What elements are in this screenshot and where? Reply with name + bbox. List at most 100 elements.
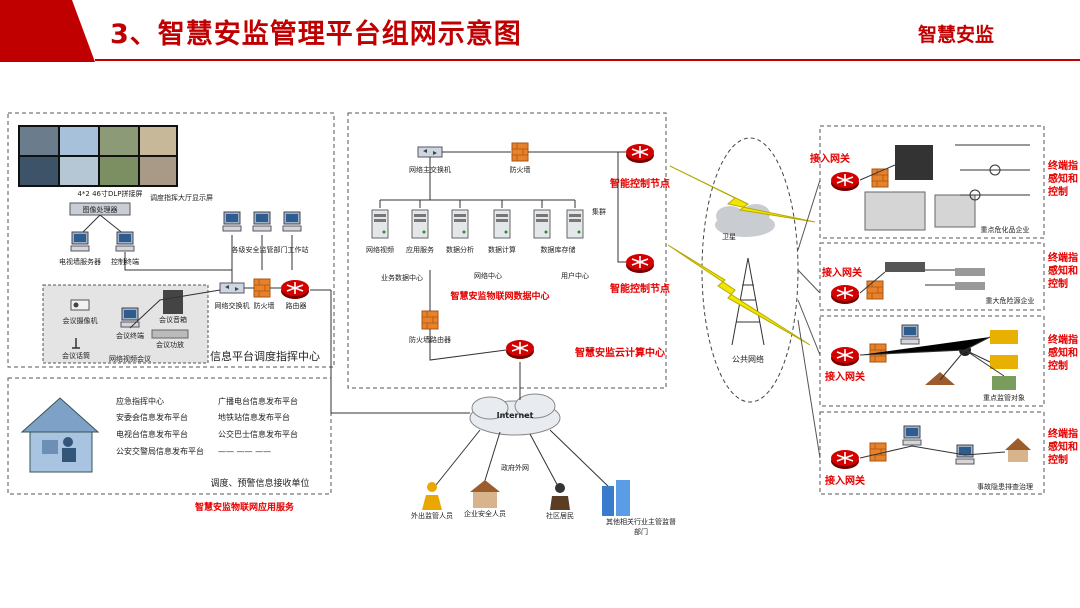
- site-box-1: [819, 242, 1045, 311]
- app-left-1: 安委会信息发布平台: [116, 412, 188, 422]
- gov-net-label: 政府外网: [501, 463, 529, 472]
- internet-cloud-icon: [469, 393, 561, 436]
- receivers-label: 调度、预警信息接收单位: [210, 477, 309, 489]
- meeting-speaker-icon: [163, 290, 183, 314]
- app-right-1: 地铁站信息发布平台: [218, 412, 290, 422]
- site-0-caption: 重点危化品企业: [981, 225, 1030, 234]
- site-2-caption: 重点监管对象: [983, 393, 1025, 402]
- app-left-2: 电视台信息发布平台: [116, 429, 188, 439]
- cloud-router-icon: [505, 339, 535, 360]
- server-label-0: 网络视频: [366, 245, 394, 254]
- internet-label: Internet: [497, 411, 534, 420]
- dispatch-switch-icon: [219, 282, 245, 294]
- house-icon: [20, 397, 100, 473]
- dispatch-center-frame: [7, 112, 335, 368]
- server-icon: [411, 209, 429, 239]
- user-label-2: 社区居民: [546, 511, 574, 520]
- page-title: 3、智慧安监管理平台组网示意图: [110, 19, 522, 50]
- lightning-bolt-icon: [669, 165, 816, 223]
- user-label-3: 其他相关行业主管监督部门: [606, 518, 676, 536]
- apps-caption: 智慧安监物联网应用服务: [195, 501, 295, 513]
- app-left-0: 应急指挥中心: [116, 396, 164, 406]
- group-user-label: 用户中心: [561, 271, 589, 280]
- dispatch-router-label: 路由器: [286, 301, 307, 310]
- satellite-label: 卫星: [722, 233, 736, 241]
- processor-label: 图像处理器: [83, 205, 118, 214]
- site-1-caption: 重大危险源企业: [986, 296, 1035, 305]
- cluster-label: 集群: [592, 207, 606, 216]
- site-1-side: 终端指感知和控制: [1048, 253, 1078, 290]
- meeting-camera-label: 会议摄像机: [63, 316, 98, 325]
- app-right-3: —— —— ——: [218, 447, 271, 456]
- dispatch-switch-label: 网络交换机: [215, 301, 250, 310]
- cloud-center-frame: [347, 112, 667, 389]
- agency-building-icon: [602, 480, 630, 516]
- meeting-amp-icon: [151, 329, 189, 339]
- workstation-icon: [252, 211, 272, 232]
- workstations-label: 各级安全监管部门工作站: [232, 245, 309, 254]
- workstation-icon: [222, 211, 242, 232]
- user-label-0: 外出监管人员: [411, 511, 453, 520]
- meeting-terminal-label: 会议终端: [116, 331, 144, 340]
- meeting-camera-icon: [70, 299, 90, 311]
- dispatch-caption: 信息平台调度指挥中心: [210, 349, 320, 363]
- dispatch-router-icon: [280, 279, 310, 300]
- dispatch-firewall-icon: [253, 278, 271, 298]
- brand-label: 智慧安监: [917, 24, 994, 46]
- server-icon: [566, 209, 584, 239]
- app-right-2: 公交巴士信息发布平台: [218, 429, 298, 439]
- meeting-mic-label: 会议话筒: [62, 351, 90, 360]
- tv-server-label: 电视墙服务器: [59, 257, 101, 266]
- group-net-label: 网络中心: [474, 271, 502, 280]
- site-2-side: 终端指感知和控制: [1048, 335, 1078, 372]
- enterprise-staff-icon: [470, 480, 500, 508]
- core-switch-icon: [417, 146, 443, 158]
- fw-router-icon: [421, 310, 439, 330]
- control-node-2-label: 智能控制节点: [610, 282, 670, 295]
- meeting-system-label: 网络视频会议: [109, 354, 151, 363]
- tv-server-icon: [70, 231, 90, 252]
- site-2-gateway: 接入网关: [825, 370, 865, 383]
- site-1-gateway: 接入网关: [822, 266, 862, 279]
- meeting-amp-label: 会议功放: [156, 340, 184, 349]
- control-node-1-label: 智能控制节点: [610, 177, 670, 190]
- site-box-0: [819, 125, 1045, 239]
- app-right-0: 广播电台信息发布平台: [218, 396, 298, 406]
- server-label-1: 应用服务: [406, 245, 434, 254]
- control-terminal-icon: [115, 231, 135, 252]
- server-icon: [451, 209, 469, 239]
- apps-frame: [7, 377, 332, 495]
- site-box-3: [819, 411, 1045, 495]
- site-3-gateway: 接入网关: [825, 474, 865, 487]
- video-wall: [18, 125, 178, 187]
- wall-spec-label: 4*2 46寸DLP拼接屏: [77, 189, 142, 198]
- server-label-4: 数据库存储: [541, 245, 576, 254]
- header-band: [0, 0, 95, 62]
- site-3-caption: 事故隐患排查治理: [977, 482, 1033, 491]
- field-inspector-icon: [422, 482, 442, 510]
- lightning-bolt-icon: [667, 244, 811, 346]
- server-icon: [493, 209, 511, 239]
- resident-icon: [550, 483, 570, 510]
- group-business-label: 业务数据中心: [381, 273, 423, 282]
- cloud-caption: 智慧安监云计算中心: [575, 346, 665, 359]
- cloud-firewall-label: 防火墙: [510, 165, 531, 174]
- control-node-2-icon: [625, 253, 655, 274]
- datacenter-label: 智慧安监物联网数据中心: [450, 290, 549, 302]
- user-label-1: 企业安全人员: [464, 509, 506, 518]
- workstation-icon: [282, 211, 302, 232]
- dispatch-firewall-label: 防火墙: [254, 301, 275, 310]
- server-icon: [533, 209, 551, 239]
- server-label-2: 数据分析: [446, 245, 474, 254]
- meeting-terminal-icon: [120, 307, 140, 328]
- site-box-2: [819, 315, 1045, 407]
- server-icon: [371, 209, 389, 239]
- public-net-label: 公共网络: [732, 354, 764, 364]
- microphone-icon: [72, 338, 80, 349]
- site-3-side: 终端指感知和控制: [1048, 429, 1078, 466]
- wall-label: 调度指挥大厅显示屏: [150, 193, 213, 202]
- control-node-1-icon: [625, 143, 655, 164]
- server-label-3: 数据计算: [488, 245, 516, 254]
- header-rule: [95, 59, 1080, 61]
